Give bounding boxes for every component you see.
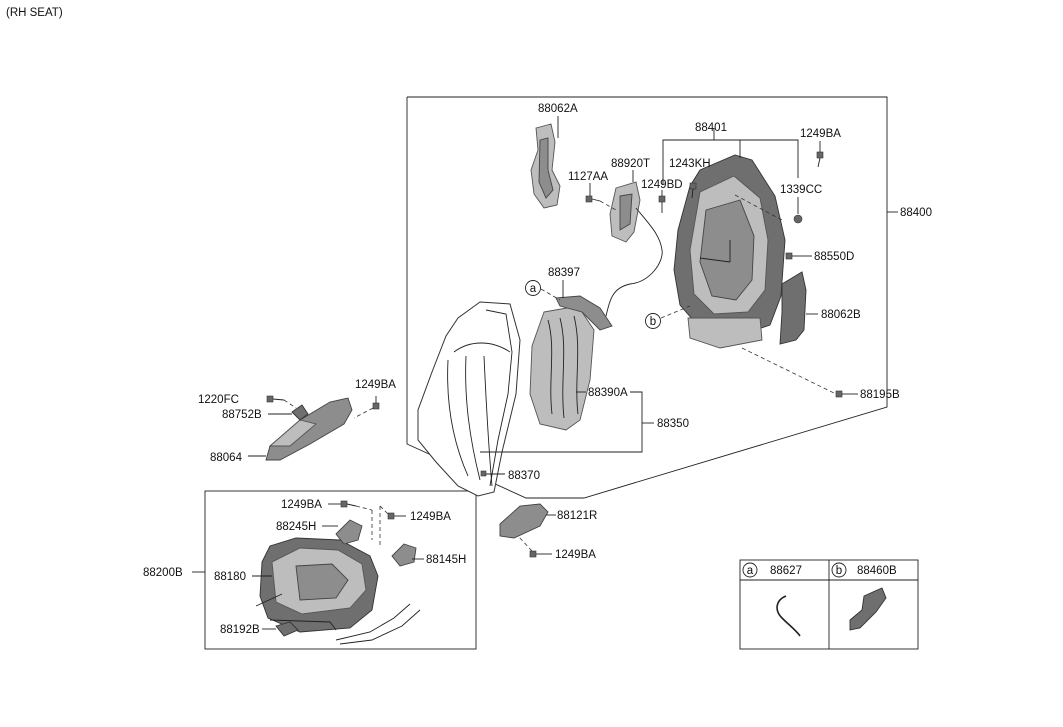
label-1249ba-top: 1249BA [800,128,841,140]
bolt-1249ba-top [816,151,824,168]
side-airbag-88920t [609,181,641,243]
label-88390a: 88390A [588,387,628,399]
label-88145h: 88145H [426,554,466,566]
label-88550d: 88550D [814,251,854,263]
label-88920t: 88920T [611,158,650,170]
label-88370: 88370 [508,470,540,482]
diagram-title: (RH SEAT) [6,7,63,19]
label-88400: 88400 [900,207,932,219]
label-88062a: 88062A [538,103,578,115]
label-88180: 88180 [214,571,246,583]
side-trim-88062a [530,123,561,209]
bolt-1249ba-bottom [529,550,552,558]
bolt-1127aa [585,195,601,203]
label-88064: 88064 [210,452,243,464]
label-1339cc: 1339CC [780,184,822,196]
bolt-1249ba-left [372,396,380,410]
nut-1339cc [793,214,803,224]
clip-88370 [480,470,487,477]
callout-a: a [525,280,541,296]
cushion-assembly-box [204,490,477,650]
label-1127aa: 1127AA [568,171,608,183]
label-88195b: 88195B [860,389,900,401]
cushion-frame [255,593,421,645]
svg-text:a: a [530,283,537,295]
side-cover-88064 [265,397,353,461]
rear-trim-88062b [779,271,807,345]
bracket-88245h [335,519,363,545]
label-88350: 88350 [657,418,689,430]
seatback-cover-88350 [417,301,521,497]
callout-b: b [645,313,661,329]
bolt-88550d [785,252,800,260]
bolt-88195b [835,390,850,398]
bolt-1220fc [266,395,285,403]
label-1243kh: 1243KH [669,158,711,170]
seatback-pad-88390a [529,305,595,431]
label-88401: 88401 [695,122,727,134]
label-88752b: 88752B [222,409,262,421]
bracket-88192b [275,621,299,637]
bolt-1243kh [689,182,697,199]
cushion-88180 [259,537,379,633]
label-88245h: 88245H [276,521,316,533]
seatback-assembly-boundary [406,96,888,499]
legend-b-part: 88460B [857,565,897,577]
label-1249ba-left: 1249BA [355,379,396,391]
label-88397: 88397 [548,267,580,279]
svg-text:b: b [650,316,656,328]
label-1249ba-cushion-1: 1249BA [281,499,322,511]
bracket-88397 [555,295,613,331]
label-1249ba-cushion-2: 1249BA [410,511,451,523]
clip-88460b-icon [849,587,887,631]
legend-a-letter: a [747,565,754,577]
label-88062b: 88062B [821,309,861,321]
legend-a-part: 88627 [770,565,802,577]
label-1220fc: 1220FC [198,394,239,406]
bolt-1249bd [658,195,666,213]
label-88192b: 88192B [220,624,260,636]
bracket-88145h [391,543,417,567]
bolt-1249ba-cushion-1 [340,500,357,508]
label-88200b: 88200B [143,567,183,579]
bolt-1249ba-cushion-2 [387,512,406,520]
cover-88121r [499,503,549,539]
label-1249ba-bottom: 1249BA [555,549,596,561]
label-1249bd: 1249BD [641,179,683,191]
seatback-frame-88401 [673,154,786,349]
legend-b-letter: b [836,565,842,577]
bracket-88752b [291,404,309,421]
label-88121r: 88121R [557,510,597,522]
legend-box: a 88627 b 88460B [739,559,919,650]
hook-88627-icon [776,595,801,637]
